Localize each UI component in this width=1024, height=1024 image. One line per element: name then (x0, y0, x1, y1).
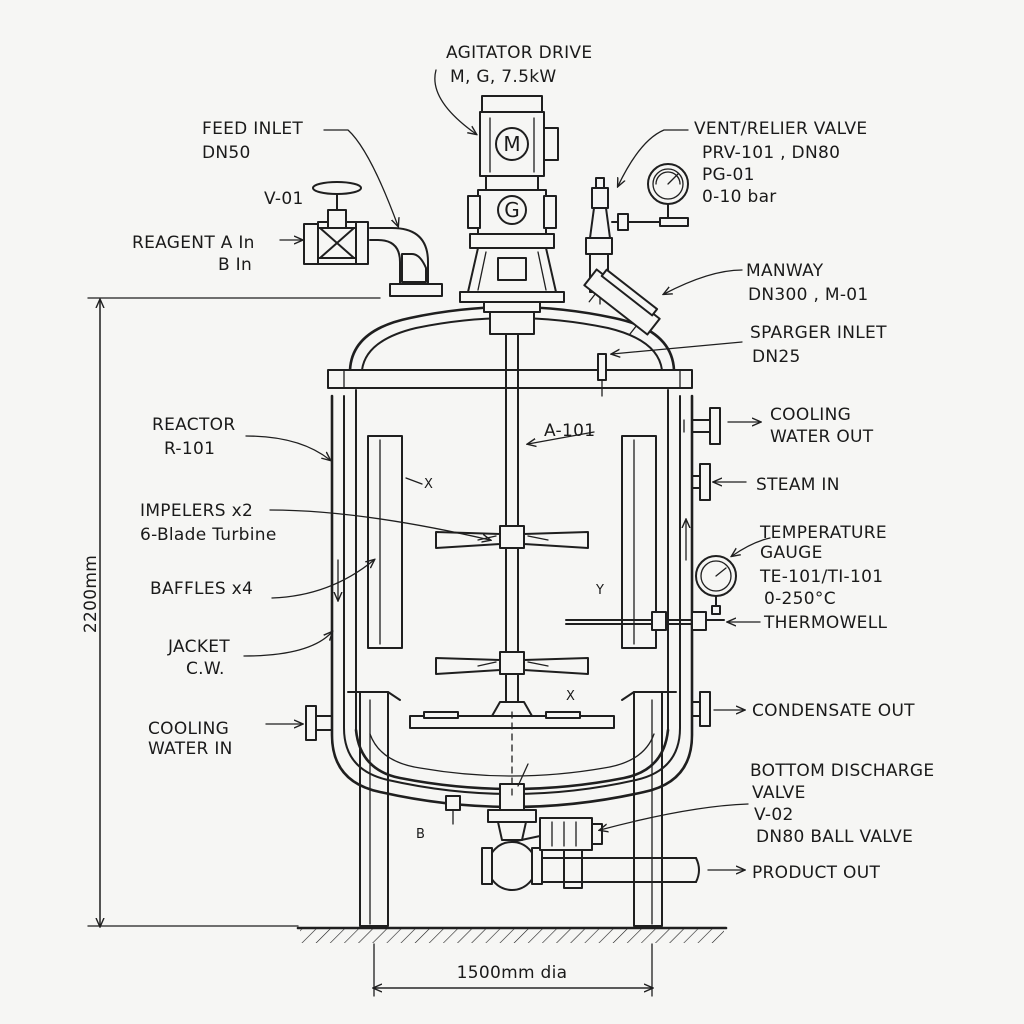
agitator-shaft (505, 307, 519, 797)
ground (296, 926, 728, 943)
label-impellers-spec: 6-Blade Turbine (140, 525, 277, 545)
support-legs (347, 691, 677, 927)
label-cooling-out-1: COOLING (770, 405, 851, 425)
diameter-dimension (374, 943, 652, 997)
label-impellers-title: IMPELERS x2 (140, 501, 253, 521)
sparger-inlet (597, 353, 607, 397)
label-baffles: BAFFLES x4 (150, 579, 253, 599)
label-cooling-out-2: WATER OUT (770, 427, 874, 447)
impeller-lower (435, 651, 589, 675)
label-pg-range: 0-10 bar (702, 187, 777, 207)
label-valve-v01: V-01 (264, 189, 304, 209)
label-vent-title: VENT/RELIER VALVE (694, 119, 867, 139)
label-cooling-in-2: WATER IN (148, 739, 233, 759)
label-cooling-in-1: COOLING (148, 719, 229, 739)
mark-b: B (416, 827, 425, 842)
label-bottom-title-1: BOTTOM DISCHARGE (750, 761, 934, 781)
label-reagent-a: REAGENT A In (132, 233, 255, 253)
label-temp-range: 0-250°C (764, 589, 836, 609)
agitator-drive (459, 95, 565, 335)
cooling-water-out-nozzle (683, 407, 721, 445)
label-product-out: PRODUCT OUT (752, 863, 880, 883)
label-sparger-spec: DN25 (752, 347, 801, 367)
label-temp-title-2: GAUGE (760, 543, 823, 563)
motor-letter: M (503, 132, 520, 156)
label-temp-id: TE-101/TI-101 (759, 567, 883, 587)
label-feed-title: FEED INLET (202, 119, 303, 139)
label-reactor-title: REACTOR (152, 415, 235, 435)
label-feed-spec: DN50 (202, 143, 251, 163)
bottom-discharge-valve (481, 809, 700, 891)
label-agitator-title: AGITATOR DRIVE (446, 43, 592, 63)
cooling-water-in-nozzle (305, 705, 333, 741)
label-thermowell: THERMOWELL (763, 613, 887, 633)
label-vent-spec: PRV-101 , DN80 (702, 143, 840, 163)
impeller-upper (435, 525, 589, 549)
label-shaft-id: A-101 (544, 421, 595, 441)
label-manway-spec: DN300 , M-01 (748, 285, 869, 305)
label-diameter-dim: 1500mm dia (457, 963, 568, 983)
height-dimension (87, 297, 381, 926)
label-bottom-id: V-02 (754, 805, 794, 825)
mark-y: Y (595, 583, 604, 598)
feed-inlet-pipe (279, 181, 443, 297)
label-condensate-out: CONDENSATE OUT (752, 701, 915, 721)
gear-letter: G (504, 198, 520, 222)
label-pg-id: PG-01 (702, 165, 755, 185)
label-bottom-spec: DN80 BALL VALVE (756, 827, 913, 847)
leader-lines (243, 69, 771, 870)
label-sparger-title: SPARGER INLET (750, 323, 887, 343)
label-reactor-id: R-101 (164, 439, 215, 459)
label-jacket-spec: C.W. (186, 659, 225, 679)
condensate-out-nozzle (691, 691, 711, 727)
temperature-gauge (565, 555, 737, 631)
label-temp-title-1: TEMPERATURE (759, 523, 887, 543)
label-agitator-spec: M, G, 7.5kW (450, 67, 556, 87)
label-reagent-b: B In (218, 255, 252, 275)
mark-x-lower: X (566, 689, 575, 704)
label-jacket-title: JACKET (167, 637, 230, 657)
label-bottom-title-2: VALVE (752, 783, 806, 803)
labels: AGITATOR DRIVE M, G, 7.5kW FEED INLET DN… (81, 43, 934, 983)
label-steam-in: STEAM IN (756, 475, 840, 495)
steam-in-nozzle (691, 463, 711, 501)
mark-x-upper: X (424, 477, 433, 492)
label-height-dim: 2200mm (81, 555, 101, 633)
label-manway-title: MANWAY (746, 261, 824, 281)
manway (583, 268, 661, 336)
